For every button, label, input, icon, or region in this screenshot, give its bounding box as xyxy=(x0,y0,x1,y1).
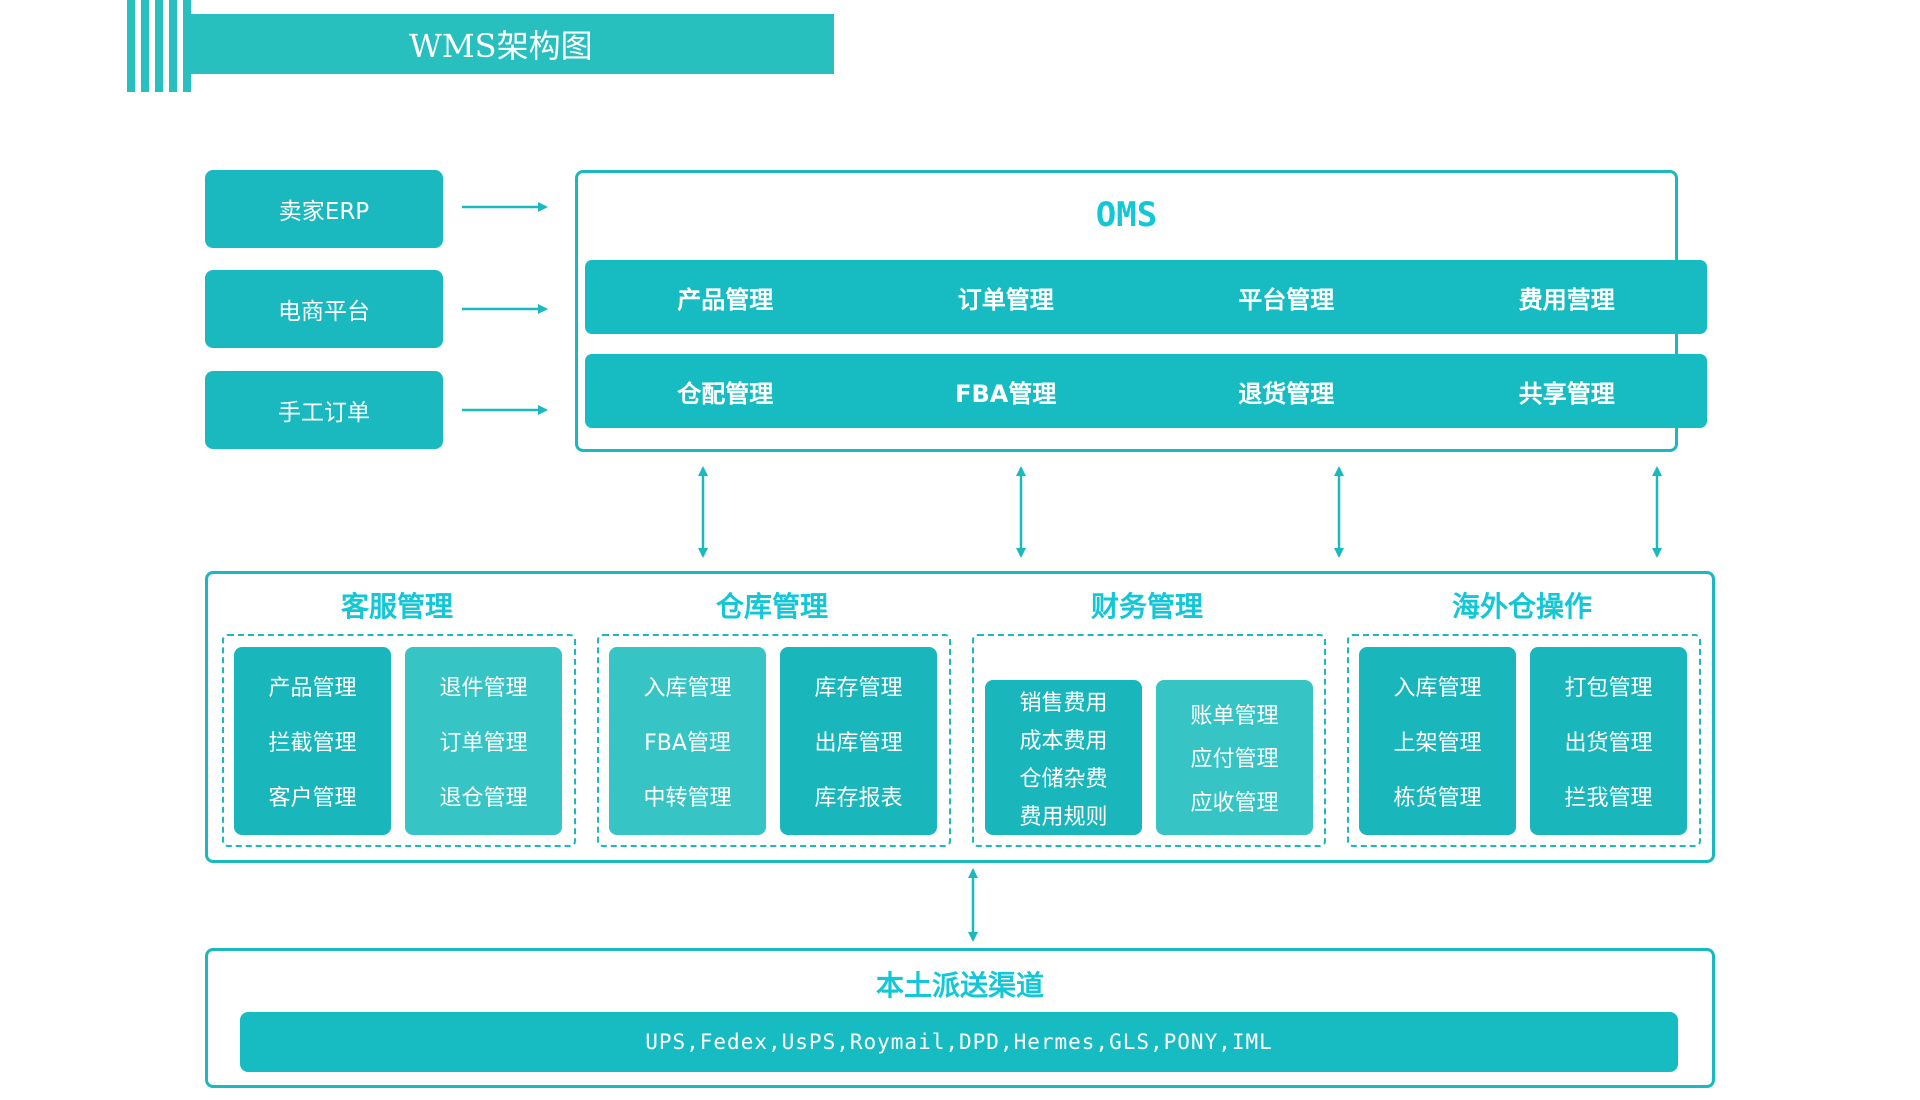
oms-module: 仓配管理 xyxy=(677,379,774,408)
source-seller-erp: 卖家ERP xyxy=(205,170,443,248)
module-item: 出货管理 xyxy=(1564,730,1653,756)
module-item: 客户管理 xyxy=(268,785,357,811)
oms-module: 订单管理 xyxy=(957,285,1054,314)
module-item: 入库管理 xyxy=(643,676,732,702)
module-item: 入库管理 xyxy=(1393,676,1482,702)
module-item: 出库管理 xyxy=(814,730,903,756)
carrier-list: UPS,Fedex,UsPS,Roymail,DPD,Hermes,GLS,PO… xyxy=(240,1012,1678,1072)
channel-title: 本土派送渠道 xyxy=(875,969,1044,1002)
module-item: 库存管理 xyxy=(814,676,903,702)
oms-module: 费用营理 xyxy=(1518,285,1615,314)
banner-stripe xyxy=(169,0,177,92)
module-item: 应付管理 xyxy=(1190,747,1279,773)
oms-module: 产品管理 xyxy=(677,285,774,314)
oms-row-2: 仓配管理 FBA管理 退货管理 共享管理 xyxy=(585,354,1707,428)
module-item: 拦截管理 xyxy=(268,730,357,756)
banner-stripe xyxy=(127,0,135,92)
section-group xyxy=(222,634,576,847)
module-item: 应收管理 xyxy=(1190,791,1279,817)
module-item: 退仓管理 xyxy=(439,785,528,811)
module-item: 栋货管理 xyxy=(1393,785,1482,811)
module-item: 仓储杂费 xyxy=(1019,766,1108,792)
section-group xyxy=(597,634,951,847)
module-item: 账单管理 xyxy=(1190,703,1279,729)
module-item: 退件管理 xyxy=(439,676,528,702)
oms-module: 共享管理 xyxy=(1518,379,1615,408)
module-item: 订单管理 xyxy=(439,730,528,756)
module-item: 库存报表 xyxy=(814,785,903,811)
module-card: 退件管理 订单管理 退仓管理 xyxy=(405,647,562,835)
module-item: FBA管理 xyxy=(644,730,731,756)
module-item: 打包管理 xyxy=(1564,676,1653,702)
module-item: 拦我管理 xyxy=(1564,785,1653,811)
module-card: 库存管理 出库管理 库存报表 xyxy=(780,647,937,835)
module-card: 入库管理 FBA管理 中转管理 xyxy=(609,647,766,835)
oms-module: 平台管理 xyxy=(1238,285,1335,314)
module-item: 销售费用 xyxy=(1019,690,1108,716)
module-card: 账单管理 应付管理 应收管理 xyxy=(1156,680,1313,835)
module-item: 成本费用 xyxy=(1019,728,1108,754)
module-card: 销售费用 成本费用 仓储杂费 费用规则 xyxy=(985,680,1142,835)
section-title-overseas-warehouse: 海外仓操作 xyxy=(1451,590,1592,623)
section-title-customer-service: 客服管理 xyxy=(340,590,453,623)
section-title-warehouse: 仓库管理 xyxy=(715,590,828,623)
module-card: 产品管理 拦截管理 客户管理 xyxy=(234,647,391,835)
section-group xyxy=(972,634,1326,847)
source-ecommerce-platform: 电商平台 xyxy=(205,270,443,348)
oms-module: 退货管理 xyxy=(1238,379,1335,408)
page-title: WMS架构图 xyxy=(187,14,834,74)
section-group xyxy=(1347,634,1701,847)
oms-module: FBA管理 xyxy=(955,379,1057,408)
source-manual-order: 手工订单 xyxy=(205,371,443,449)
banner-stripe xyxy=(155,0,163,92)
oms-title: OMS xyxy=(1095,195,1158,235)
module-item: 产品管理 xyxy=(268,676,357,702)
module-item: 上架管理 xyxy=(1393,730,1482,756)
oms-row-1: 产品管理 订单管理 平台管理 费用营理 xyxy=(585,260,1707,334)
module-card: 入库管理 上架管理 栋货管理 xyxy=(1359,647,1516,835)
section-title-finance: 财务管理 xyxy=(1090,590,1203,623)
module-card: 打包管理 出货管理 拦我管理 xyxy=(1530,647,1687,835)
module-item: 中转管理 xyxy=(643,785,732,811)
module-item: 费用规则 xyxy=(1019,804,1108,830)
banner-stripe xyxy=(141,0,149,92)
